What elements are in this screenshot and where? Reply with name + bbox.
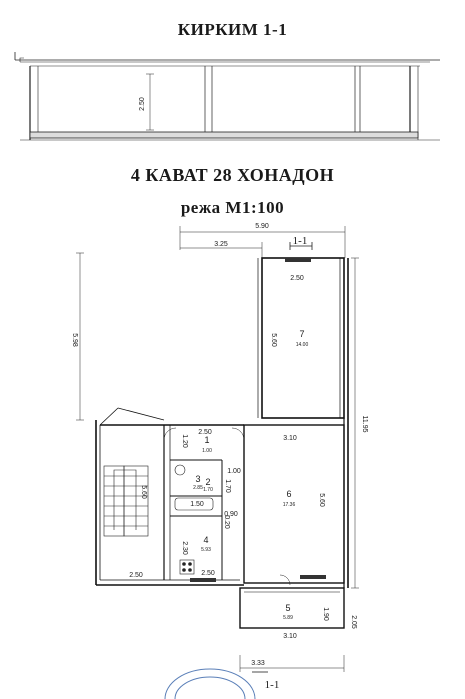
stair-width-label: 2.50 [129,572,143,579]
scale-label: режа М1:100 [180,198,285,217]
wc-dim-a-label: 1.00 [227,468,241,475]
hall-height-label: 1.20 [181,434,188,448]
wc-dim-b-label: 1.70 [224,479,231,493]
room-1-number: 1 [204,435,209,445]
room7-height-label: 5.60 [270,333,277,347]
room7-width-label: 2.50 [290,275,304,282]
left-height-label: 5.98 [71,333,78,347]
overall-width-label: 5.90 [255,223,269,230]
stair-height-label: 5.60 [140,485,147,499]
room-2-area: 1.70 [203,487,213,493]
hall-width-label: 2.50 [198,429,212,436]
section-title: КИРКИМ 1-1 [177,20,288,39]
balcony-height-label: 1.90 [322,607,329,621]
room-2-number: 2 [205,477,210,487]
room-6-area: 17.36 [283,502,296,508]
room-3-area: 2.85 [193,485,203,491]
top-dimension-lines [76,226,359,589]
room6-height-label: 5.60 [318,493,325,507]
bath-dim-b-label: 0.20 [223,515,230,529]
kitchen-width-label: 2.50 [201,570,215,577]
stamp-seal-icon [164,668,256,699]
section-drawing [14,52,440,141]
staircase [103,465,149,537]
door-swings [163,427,291,586]
room-1-area: 1.00 [202,448,212,454]
section-mark-bottom-label: 1-1 [265,679,280,691]
windows [190,258,326,582]
section-height-label: 2.50 [139,97,146,111]
top-offset-label: 3.25 [214,241,228,248]
room-6-number: 6 [286,489,291,499]
bottom-width-label: 3.33 [251,660,265,667]
plan-walls [95,257,349,629]
bottom-dimension-line [239,655,345,672]
room-5-number: 5 [285,603,290,613]
bath-label: 1.50 [190,501,204,508]
total-height-label: 11.95 [361,416,368,433]
kitchen-height-label: 2.30 [181,541,188,555]
section-mark-top-label: 1-1 [293,235,308,247]
room6-width-label: 3.10 [283,435,297,442]
room-4-area: 5.93 [201,547,211,553]
room-4-number: 4 [203,535,208,545]
room-3-number: 3 [195,474,200,484]
bathroom-fixtures [174,464,214,575]
balcony-width-label: 3.10 [283,633,297,640]
balcony-outer-label: 2.05 [350,615,357,629]
bath-dim-label: 0.90 [224,511,238,518]
section-mark-top [289,242,313,250]
room-7-number: 7 [299,329,304,339]
room-5-area: 5.89 [283,615,293,621]
plan-title: 4 КАВАТ 28 ХОНАДОН [130,165,335,185]
room-7-area: 14.00 [296,342,309,348]
